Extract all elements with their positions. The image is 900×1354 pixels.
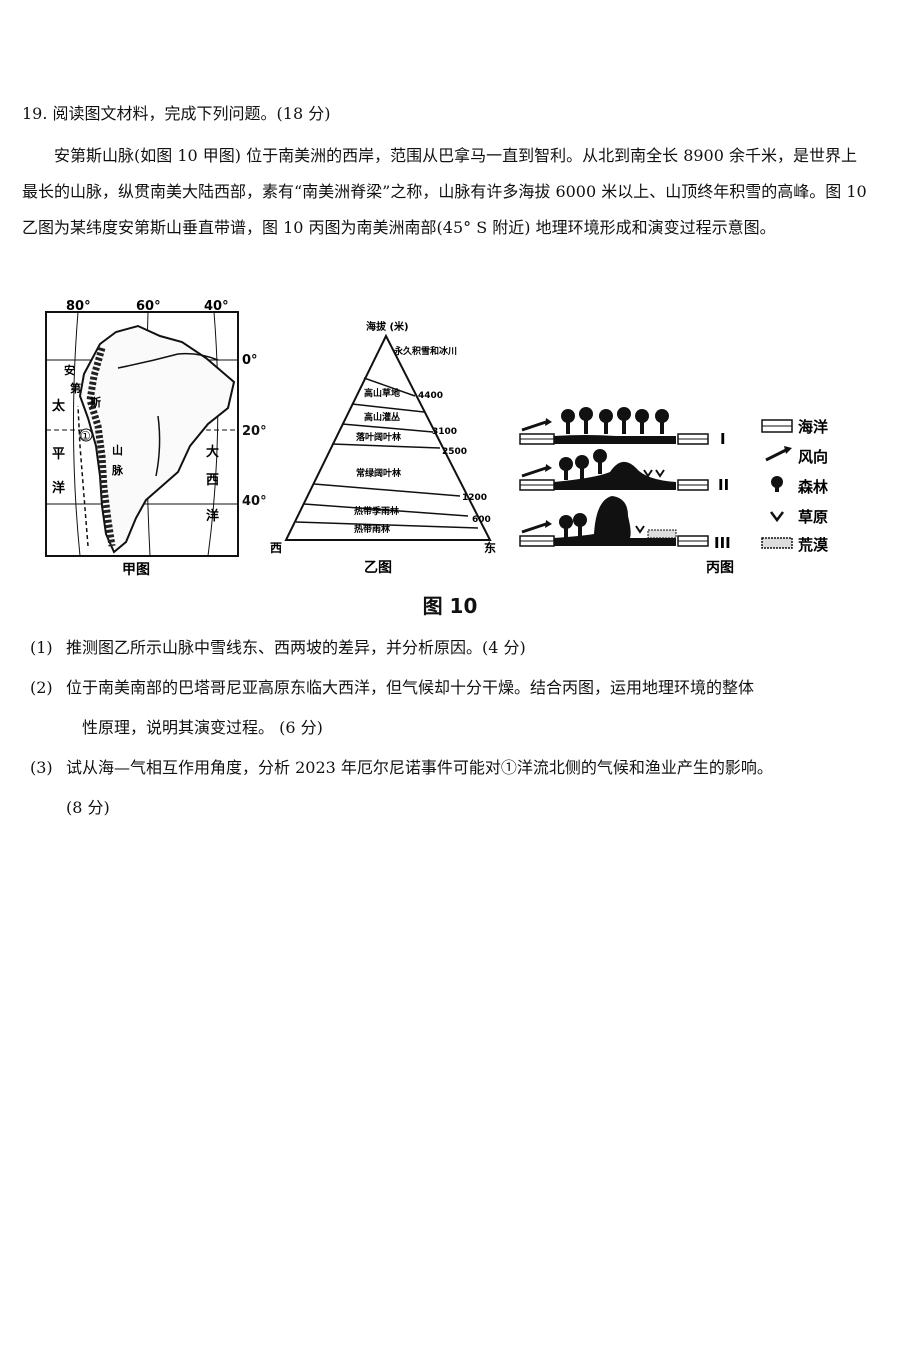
- evolution-caption: 丙图: [706, 560, 734, 576]
- east-label: 东: [484, 540, 496, 555]
- evolution-figure-bing: I II: [516, 392, 876, 578]
- zonation-figure-yi: 海拔 (米) 永久积雪和冰川 高山草地 高山灌丛 落叶阔叶林 常绿阔叶林 热带季…: [266, 316, 506, 578]
- map-figure-jia: 80° 60° 40° ① 0° 太 平 洋 大 西 洋 安 第: [38, 296, 258, 578]
- lat-label-20: 20°: [242, 424, 267, 439]
- lat-label-40: 40°: [242, 494, 267, 509]
- evolution-legend: 海洋 风向 森林 草原 荒漠: [761, 418, 829, 554]
- subquestion-3-num: (3): [30, 758, 53, 777]
- legend-ocean: 海洋: [798, 418, 828, 436]
- subquestion-1-text: 推测图乙所示山脉中雪线东、西两坡的差异，并分析原因。(4 分): [66, 638, 526, 657]
- andes-char-3: 斯: [90, 395, 101, 409]
- stage-label-2: II: [718, 476, 729, 494]
- west-label: 西: [270, 541, 282, 555]
- pacific-char-2: 平: [52, 447, 65, 462]
- legend-grassland: 草原: [798, 508, 828, 526]
- current-marker: ①: [80, 429, 91, 443]
- zone-alpine-meadow: 高山草地: [364, 387, 400, 399]
- legend-desert-swatch: [761, 537, 793, 549]
- elev-1200: 1200: [462, 493, 487, 503]
- lat-label-0: 0°: [242, 353, 258, 368]
- altitude-axis-label: 海拔 (米): [366, 320, 409, 333]
- andes-char-5: 脉: [111, 463, 124, 477]
- intro-paragraph: 安第斯山脉(如图 10 甲图) 位于南美洲的西岸，范围从巴拿马一直到智利。从北到…: [22, 146, 867, 237]
- andes-char-4: 山: [112, 443, 123, 457]
- pacific-char-1: 太: [51, 398, 66, 414]
- legend-wind: 风向: [798, 448, 828, 466]
- pacific-char-3: 洋: [52, 480, 65, 496]
- subquestion-3: (3) 试从海—气相互作用角度，分析 2023 年厄尔尼诺事件可能对①洋流北侧的…: [30, 748, 872, 828]
- subquestion-3-line1: 试从海—气相互作用角度，分析 2023 年厄尔尼诺事件可能对①洋流北侧的气候和渔…: [66, 758, 773, 777]
- atlantic-char-3: 洋: [206, 508, 219, 524]
- subquestion-1: (1) 推测图乙所示山脉中雪线东、西两坡的差异，并分析原因。(4 分): [30, 628, 872, 668]
- legend-grassland-icon: [770, 511, 784, 523]
- elev-2500: 2500: [442, 447, 467, 457]
- mountain-triangle: [284, 333, 492, 541]
- stage-label-3: III: [714, 534, 731, 552]
- zone-snow: 永久积雪和冰川: [393, 345, 457, 357]
- andes-range: [86, 347, 116, 547]
- zone-alpine-shrub: 高山灌丛: [364, 411, 400, 423]
- peru-current: [77, 405, 89, 547]
- elev-3100: 3100: [432, 427, 457, 437]
- elev-4400: 4400: [418, 391, 443, 401]
- question-header: 19. 阅读图文材料，完成下列问题。(18 分): [22, 104, 331, 123]
- andes-char-2: 第: [70, 381, 81, 395]
- zonation-caption: 乙图: [364, 560, 392, 576]
- stage-label-1: I: [720, 430, 726, 448]
- subquestion-2-line2: 性原理，说明其演变过程。 (6 分): [82, 718, 323, 737]
- subquestion-3-line2: (8 分): [66, 798, 110, 817]
- zone-rainforest: 热带雨林: [354, 523, 391, 535]
- lon-label-80: 80°: [66, 299, 91, 314]
- stage-3: III: [519, 496, 731, 552]
- atlantic-char-2: 西: [206, 473, 219, 488]
- subquestion-1-num: (1): [30, 638, 53, 657]
- figure-title: 图 10: [422, 594, 478, 618]
- zone-evergreen: 常绿阔叶林: [356, 467, 402, 479]
- andes-char-1: 安: [64, 363, 75, 377]
- subquestion-2-num: (2): [30, 678, 53, 697]
- legend-forest: 森林: [798, 478, 829, 496]
- lon-label-40: 40°: [204, 299, 229, 314]
- stage-1: I: [519, 407, 726, 448]
- zone-deciduous: 落叶阔叶林: [356, 431, 402, 443]
- map-caption: 甲图: [122, 562, 150, 578]
- south-america-outline: [78, 324, 236, 554]
- legend-desert: 荒漠: [798, 536, 829, 554]
- elev-600: 600: [472, 515, 491, 525]
- legend-wind-icon: [765, 448, 787, 462]
- subquestion-2-line1: 位于南美南部的巴塔哥尼亚高原东临大西洋，但气候却十分干燥。结合丙图，运用地理环境…: [66, 678, 755, 697]
- atlantic-char-1: 大: [206, 444, 219, 460]
- zone-monsoon-forest: 热带季雨林: [354, 505, 400, 517]
- lon-label-60: 60°: [136, 299, 161, 314]
- subquestion-2: (2) 位于南美南部的巴塔哥尼亚高原东临大西洋，但气候却十分干燥。结合丙图，运用…: [30, 668, 872, 748]
- stage-2: II: [519, 449, 729, 494]
